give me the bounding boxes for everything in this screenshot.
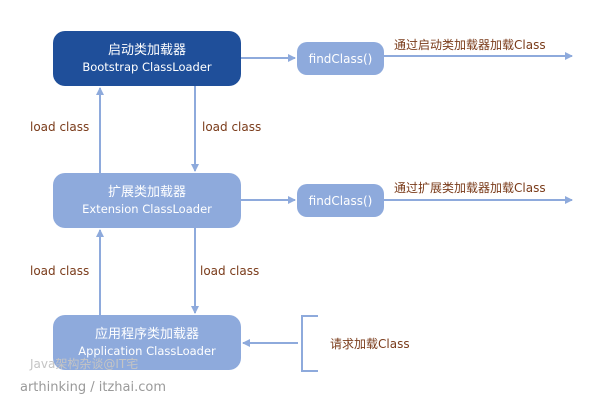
findclass-node-extension: findClass(): [297, 184, 384, 217]
extension-title: 扩展类加载器: [107, 185, 186, 200]
extension-subtitle: Extension ClassLoader: [82, 202, 212, 216]
extension-classloader-node: 扩展类加载器 Extension ClassLoader: [53, 173, 241, 228]
application-title: 应用程序类加载器: [94, 327, 199, 342]
edge-label-load-class: load class: [202, 120, 262, 134]
watermark-overlay: Java架构杂谈@IT宅: [30, 357, 139, 371]
bootstrap-subtitle: Bootstrap ClassLoader: [82, 60, 212, 74]
edge-label-load-class: load class: [30, 264, 90, 278]
findclass-node-bootstrap: findClass(): [297, 42, 384, 75]
request-bracket: [301, 315, 318, 372]
edge-label-via-bootstrap: 通过启动类加载器加载Class: [394, 38, 546, 52]
bootstrap-title: 启动类加载器: [107, 43, 186, 58]
application-subtitle: Application ClassLoader: [78, 344, 216, 358]
edge-label-request: 请求加载Class: [330, 337, 410, 351]
bootstrap-classloader-node: 启动类加载器 Bootstrap ClassLoader: [53, 31, 241, 86]
application-classloader-node: 应用程序类加载器 Application ClassLoader: [53, 315, 241, 370]
edge-label-load-class: load class: [30, 120, 90, 134]
edge-label-via-extension: 通过扩展类加载器加载Class: [394, 181, 546, 195]
edge-label-load-class: load class: [200, 264, 260, 278]
watermark-site: arthinking / itzhai.com: [20, 380, 167, 395]
